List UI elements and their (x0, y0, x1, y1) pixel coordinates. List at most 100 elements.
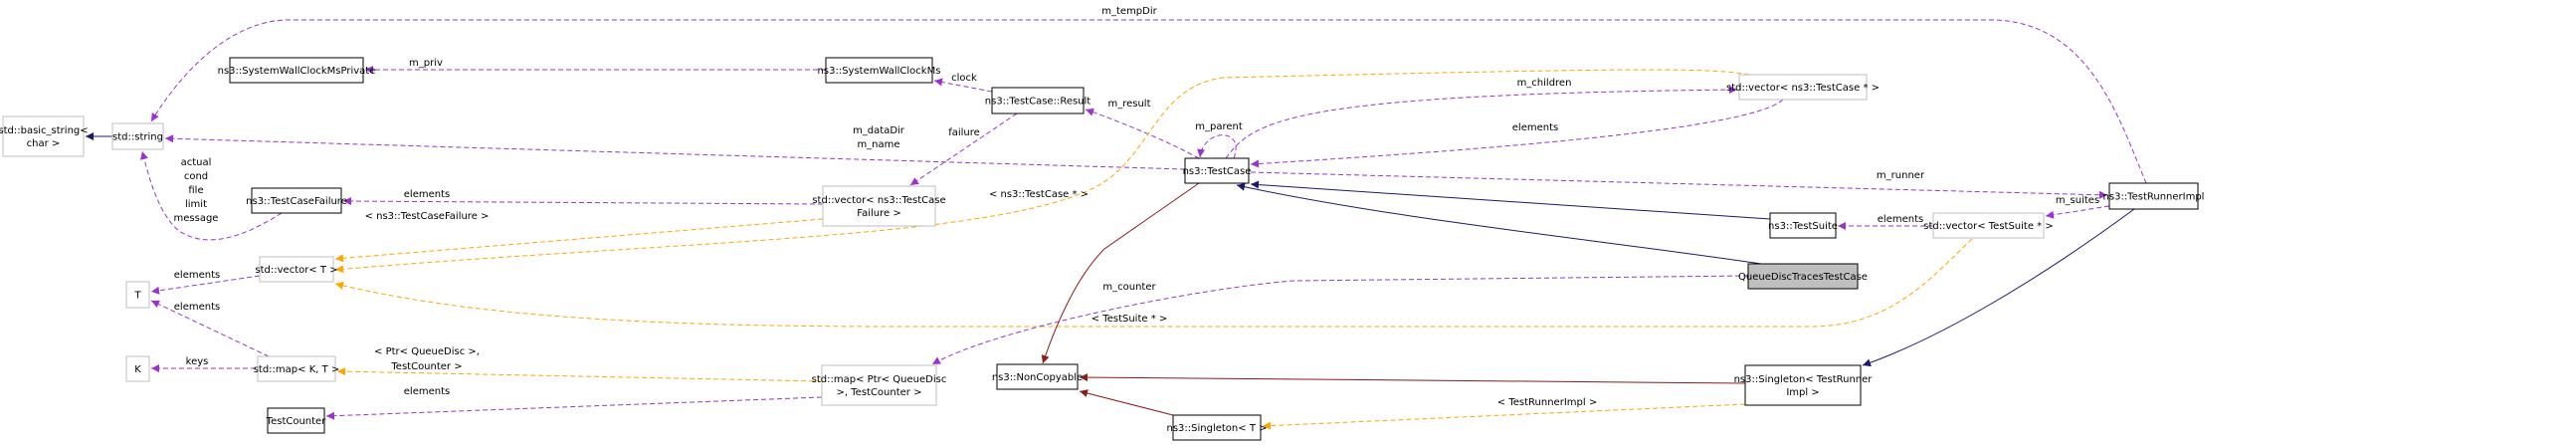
edge-label: keys (186, 356, 209, 367)
edge-label: elements (1878, 214, 1923, 225)
edge-label: m_result (1107, 99, 1150, 110)
edge-label: TestCounter > (390, 361, 462, 372)
class-node-result[interactable]: ns3::TestCase::Result (985, 87, 1091, 114)
edge-line (933, 78, 993, 93)
edge-line (1262, 403, 1746, 430)
edge-line (342, 197, 824, 206)
edge-line (1862, 208, 2135, 367)
class-node-swcmp[interactable]: ns3::SystemWallClockMsPrivate (218, 57, 376, 84)
node-box (1172, 414, 1262, 441)
node-label: TestCounter (266, 416, 327, 427)
edge-vec_tcf-to-vec_t: < ns3::TestCaseFailure > (334, 211, 824, 263)
node-label: ns3::TestCase (1183, 166, 1252, 177)
node-label: char > (27, 138, 61, 149)
node-label: ns3::TestCase::Result (985, 97, 1091, 108)
node-box (996, 363, 1079, 390)
edge-qdttc-to-testcase (1236, 182, 1762, 265)
edge-line (334, 238, 1973, 328)
class-node-T[interactable]: T (125, 281, 150, 309)
edge-vec_t-to-T: elements (150, 270, 261, 295)
edge-swcm-to-swcmp: m_priv (365, 58, 826, 74)
edge-vec_tcf-to-tcf: elements (342, 189, 824, 206)
edge-label: elements (174, 270, 220, 281)
edge-vec_tc-to-vec_t: < ns3::TestCase * > (334, 69, 1750, 274)
edge-line (1197, 134, 1237, 159)
class-node-swcm[interactable]: ns3::SystemWallClockMs (818, 57, 941, 84)
class-node-map_ptr[interactable]: std::map< Ptr< QueueDisc>, TestCounter > (812, 364, 947, 406)
node-label: ns3::Singleton< TestRunner (1734, 374, 1874, 385)
node-box (1738, 74, 1868, 101)
edge-label: < TestRunnerImpl > (1497, 397, 1597, 408)
class-node-vec_ts[interactable]: std::vector< TestSuite * > (1923, 212, 2054, 239)
edge-label: < TestSuite * > (1091, 314, 1168, 325)
edge-singleton_tri-to-noncopyable (1079, 373, 1746, 384)
edge-label: actual (181, 157, 212, 168)
edge-testcase-to-string: m_dataDir m_name (164, 125, 1186, 170)
class-node-singleton_tri[interactable]: ns3::Singleton< TestRunnerImpl > (1734, 364, 1874, 406)
class-node-qdttc[interactable]: QueueDiscTracesTestCase (1738, 263, 1868, 290)
edge-line (1079, 389, 1174, 416)
edge-label: cond (184, 171, 208, 182)
node-box (1769, 212, 1837, 239)
class-node-noncopyable[interactable]: ns3::NonCopyable (992, 363, 1083, 390)
class-node-testsuite[interactable]: ns3::TestSuite (1768, 212, 1838, 239)
edge-singleton_t-to-noncopyable (1079, 389, 1174, 416)
class-node-map_kt[interactable]: std::map< K, T > (254, 355, 340, 382)
edge-label: elements (1512, 122, 1558, 133)
node-box (2, 115, 85, 157)
class-node-basic_string[interactable]: std::basic_string<char > (0, 115, 89, 157)
edge-line (150, 300, 270, 357)
edge-label: clock (951, 73, 977, 84)
edge-label: elements (404, 189, 450, 200)
node-box (229, 57, 364, 84)
node-box (111, 122, 164, 150)
node-label: ns3::Singleton< T > (1167, 423, 1268, 434)
edge-line (1250, 171, 2108, 199)
edge-runner-to-singleton_tri (1862, 208, 2135, 367)
class-node-runner[interactable]: ns3::TestRunnerImpl (2103, 182, 2205, 210)
edge-line (1250, 180, 1771, 220)
class-node-vec_t[interactable]: std::vector< T > (255, 256, 338, 283)
node-box (1184, 157, 1250, 184)
edge-label: m_counter (1102, 282, 1156, 293)
node-label: std::map< K, T > (254, 364, 340, 375)
edge-label: m_name (857, 139, 899, 150)
class-node-vec_tcf[interactable]: std::vector< ns3::TestCaseFailure > (812, 185, 946, 227)
class-node-K[interactable]: K (125, 355, 150, 382)
edge-label: failure (948, 127, 980, 138)
edge-label: m_dataDir (853, 125, 905, 136)
class-node-testcounter[interactable]: TestCounter (266, 407, 327, 434)
edge-testcase-to-runner: m_runner (1250, 170, 2108, 199)
edge-runner-to-vec_ts: m_suites (2045, 195, 2110, 219)
node-label: ns3::TestSuite (1768, 221, 1838, 232)
edge-map_kt-to-K: keys (151, 356, 256, 372)
node-box (822, 185, 936, 227)
node-box (1744, 364, 1862, 406)
edge-label: < ns3::TestCase * > (989, 189, 1089, 200)
edge-vec_ts-to-vec_t: < TestSuite * > (334, 238, 1973, 328)
edge-result-to-vec_tcf: failure (909, 112, 1018, 186)
edge-line (325, 396, 823, 420)
edge-testcase-to-testcase: m_parent (1195, 121, 1243, 159)
edge-testcase-to-vec_tc: m_children (1225, 78, 1738, 159)
class-node-singleton_t[interactable]: ns3::Singleton< T > (1167, 414, 1268, 441)
edge-label: m_children (1517, 78, 1572, 89)
node-label: >, TestCounter > (837, 387, 922, 398)
node-box (1932, 212, 2045, 239)
edge-label: m_suites (2056, 195, 2099, 206)
edge-vec_ts-to-testsuite: elements (1838, 214, 1933, 230)
node-label: std::vector< ns3::TestCase (812, 195, 945, 206)
edge-label: file (188, 185, 203, 196)
edge-label: message (174, 213, 219, 224)
node-box (1747, 263, 1859, 290)
edge-line (150, 19, 2147, 184)
node-label: Failure > (857, 208, 900, 219)
class-node-string[interactable]: std::string (111, 122, 164, 150)
class-node-testcase[interactable]: ns3::TestCase (1183, 157, 1252, 184)
class-node-tcf[interactable]: ns3::TestCaseFailure (246, 187, 347, 214)
edge-result-to-swcm: clock (933, 73, 993, 93)
edge-map_kt-to-T: elements (150, 300, 270, 357)
nodes: std::basic_string<char >std::stringns3::… (0, 57, 2205, 441)
class-node-vec_tc[interactable]: std::vector< ns3::TestCase * > (1726, 74, 1880, 101)
